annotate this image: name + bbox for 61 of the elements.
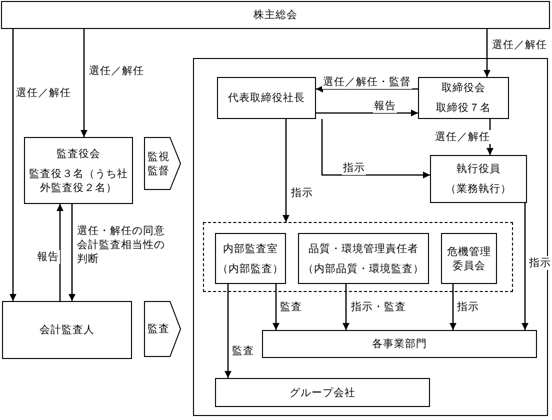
process-box bbox=[2, 301, 132, 359]
arrow bbox=[342, 284, 350, 330]
process-box bbox=[217, 77, 316, 119]
node-label: 危機管理委員会 bbox=[446, 244, 492, 272]
node-label: 監査役会 bbox=[56, 146, 100, 160]
arrow bbox=[56, 204, 64, 301]
edge-label: 報告 bbox=[36, 250, 60, 264]
arrow bbox=[80, 29, 88, 137]
node-label: 代表取締役社長 bbox=[228, 91, 305, 105]
arrow bbox=[282, 119, 290, 222]
process-box bbox=[441, 233, 497, 284]
node-label: 監視監督 bbox=[147, 150, 170, 178]
node-label: 執行役員 bbox=[456, 162, 500, 176]
node-label: 取締役会 bbox=[442, 81, 486, 95]
process-box bbox=[418, 77, 509, 119]
edge-label: 指示・監査 bbox=[350, 300, 407, 314]
edge-label: 監査 bbox=[231, 344, 255, 358]
arrow bbox=[224, 284, 232, 378]
node-label: 内部監査室 bbox=[223, 242, 278, 256]
node-label: 監査 bbox=[148, 322, 170, 336]
edge-label: 指示 bbox=[342, 161, 366, 175]
edge-label: 選任／解任 bbox=[88, 64, 145, 78]
node-label: 品質・環境管理責任者 bbox=[308, 242, 418, 256]
node-label: 監査役３名（うち社外監査役２名） bbox=[28, 166, 129, 194]
edge-label: 報告 bbox=[373, 99, 397, 113]
arrow bbox=[10, 29, 16, 301]
edge-label: 選任／解任 bbox=[434, 130, 491, 144]
process-box bbox=[262, 330, 537, 358]
process-box bbox=[430, 155, 527, 203]
process-box bbox=[298, 233, 429, 284]
process-box bbox=[1, 1, 550, 29]
process-box bbox=[215, 378, 430, 407]
node-label: グループ会社 bbox=[290, 386, 356, 400]
arrow bbox=[316, 86, 418, 92]
chevron-arrow-shape bbox=[144, 137, 181, 190]
arrow bbox=[68, 204, 76, 301]
node-label: 各事業部門 bbox=[372, 337, 427, 351]
edge-label: 選任／解任・監督 bbox=[322, 75, 412, 89]
arrow bbox=[450, 284, 456, 330]
arrow bbox=[484, 29, 490, 77]
arrow bbox=[272, 284, 280, 330]
process-box bbox=[24, 137, 133, 204]
node-label: 株主総会 bbox=[254, 8, 298, 22]
edge-label: 指示 bbox=[290, 186, 314, 200]
node-label: 会計監査人 bbox=[40, 323, 94, 337]
node-label: （内部監査） bbox=[218, 262, 284, 276]
arrow bbox=[316, 110, 418, 116]
edge-label: 監査 bbox=[279, 300, 303, 314]
edge-label: 指示 bbox=[528, 256, 552, 270]
arrow bbox=[522, 203, 528, 330]
arrow bbox=[321, 119, 430, 178]
frame-box bbox=[193, 58, 548, 416]
node-label: （内部品質・環境監査） bbox=[303, 262, 424, 276]
dashed-group-frame bbox=[203, 222, 513, 292]
edge-label: 選任／解任 bbox=[491, 38, 548, 52]
edge-label: 指示 bbox=[456, 300, 480, 314]
chevron-arrow-shape bbox=[144, 301, 181, 357]
node-label: 取締役７名 bbox=[436, 101, 491, 115]
node-label: （業務執行） bbox=[446, 182, 512, 196]
process-box bbox=[215, 233, 286, 284]
edge-label: 選任／解任 bbox=[15, 86, 72, 100]
